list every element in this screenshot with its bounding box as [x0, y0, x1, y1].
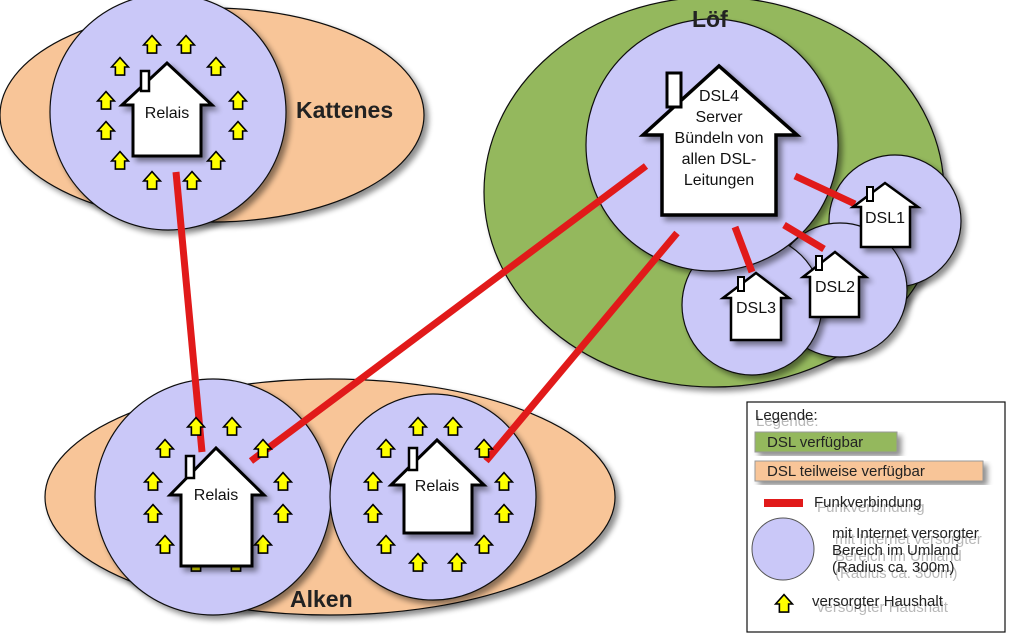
relais-label-alken-right: Relais: [415, 478, 459, 495]
legend-title-shadow: Legende:: [756, 413, 819, 430]
dsl1-label: DSL1: [865, 210, 905, 227]
household-icon: [407, 416, 429, 436]
household-icon: [142, 503, 164, 523]
household-icon: [95, 90, 117, 110]
household-icon: [154, 534, 176, 554]
household-icon: [252, 438, 274, 458]
radio-link-3: [483, 230, 680, 464]
server-label-line-5: Leitungen: [684, 172, 754, 189]
dsl3-house: DSL3: [719, 271, 793, 342]
region-label-kattenes: Kattenes: [296, 97, 393, 123]
legend-label-covered-2: Bereich im Umland: [832, 542, 959, 559]
server-label-line-4: allen DSL-: [682, 151, 757, 168]
household-icon: [272, 471, 294, 491]
relais-house-kattenes: Relais: [118, 60, 216, 158]
legend-title: Legende:: [755, 407, 818, 424]
server-label-line-3: Bündeln von: [675, 130, 764, 147]
legend-label-dsl-partial: DSL teilweise verfügbar: [767, 463, 925, 480]
radio-link-1: [172, 171, 206, 453]
dsl1-house: DSL1: [849, 181, 922, 249]
server-label-line-1: DSL4: [699, 88, 739, 105]
household-icon: [493, 471, 515, 491]
household-icon: [109, 150, 131, 170]
legend-label-household: versorgter Haushalt: [812, 593, 944, 610]
household-icon: [252, 534, 274, 554]
relais-label-kattenes: Relais: [145, 105, 189, 122]
dsl2-house: DSL2: [799, 250, 870, 319]
legend-label-covered-shadow-1: mit Internet versorgter: [835, 531, 982, 548]
household-icon: [442, 416, 464, 436]
legend-household-icon: [773, 593, 795, 613]
legend-label-household-shadow: versorgter Haushalt: [817, 599, 949, 616]
radio-link-6: [731, 225, 756, 274]
household-icon: [362, 503, 384, 523]
household-icon: [181, 170, 203, 190]
household-icon: [154, 438, 176, 458]
legend-label-dsl-available: DSL verfügbar: [767, 434, 863, 451]
dsl3-label: DSL3: [736, 300, 776, 317]
relais-label-alken-left: Relais: [194, 487, 238, 504]
region-label-alken: Alken: [290, 586, 353, 612]
legend-swatch-covered-area: [751, 517, 815, 581]
household-icon: [141, 34, 163, 54]
legend-label-radio-link: Funkverbindung: [814, 494, 922, 511]
household-icon: [375, 438, 397, 458]
household-icon: [141, 170, 163, 190]
legend-label-covered-shadow-2: Bereich im Umland: [835, 548, 962, 565]
legend: Legende: Legende: DSL verfügbar DSL teil…: [746, 401, 1006, 633]
household-icon: [227, 120, 249, 140]
household-icon: [473, 534, 495, 554]
radio-link-5: [782, 221, 826, 253]
household-icon: [95, 120, 117, 140]
legend-label-covered-3: (Radius ca. 300m): [832, 559, 955, 576]
relais-house-alken-right: Relais: [387, 437, 488, 535]
household-icon: [375, 534, 397, 554]
region-label-loef: Löf: [692, 6, 728, 32]
region-kattenes: Kattenes: [0, 0, 425, 231]
household-icon: [221, 416, 243, 436]
household-icon: [175, 34, 197, 54]
server-label-line-2: Server: [695, 109, 743, 126]
household-icon: [227, 90, 249, 110]
household-icon: [142, 471, 164, 491]
household-icon: [205, 150, 227, 170]
household-icon: [272, 503, 294, 523]
household-icon: [446, 552, 468, 572]
legend-label-covered-shadow-3: (Radius ca. 300m): [835, 565, 958, 582]
legend-swatch-dsl-available: [754, 431, 898, 453]
legend-label-radio-link-shadow: Funkverbindung: [817, 499, 925, 516]
household-icon: [362, 471, 384, 491]
household-icon: [773, 593, 795, 613]
radio-link-4: [793, 172, 857, 208]
legend-swatch-dsl-partial: [754, 460, 984, 482]
server-house-dsl4: DSL4 Server Bündeln von allen DSL- Leitu…: [638, 63, 802, 217]
relais-house-alken-left: Relais: [166, 445, 268, 568]
household-icon: [473, 438, 495, 458]
household-icon: [109, 56, 131, 76]
household-icon: [185, 416, 207, 436]
radio-link-2: [248, 163, 649, 464]
household-icon: [493, 503, 515, 523]
household-icon: [205, 56, 227, 76]
radio-links: [172, 163, 857, 464]
household-icon: [407, 552, 429, 572]
legend-label-covered-1: mit Internet versorgter: [832, 525, 979, 542]
dsl2-label: DSL2: [815, 279, 855, 296]
